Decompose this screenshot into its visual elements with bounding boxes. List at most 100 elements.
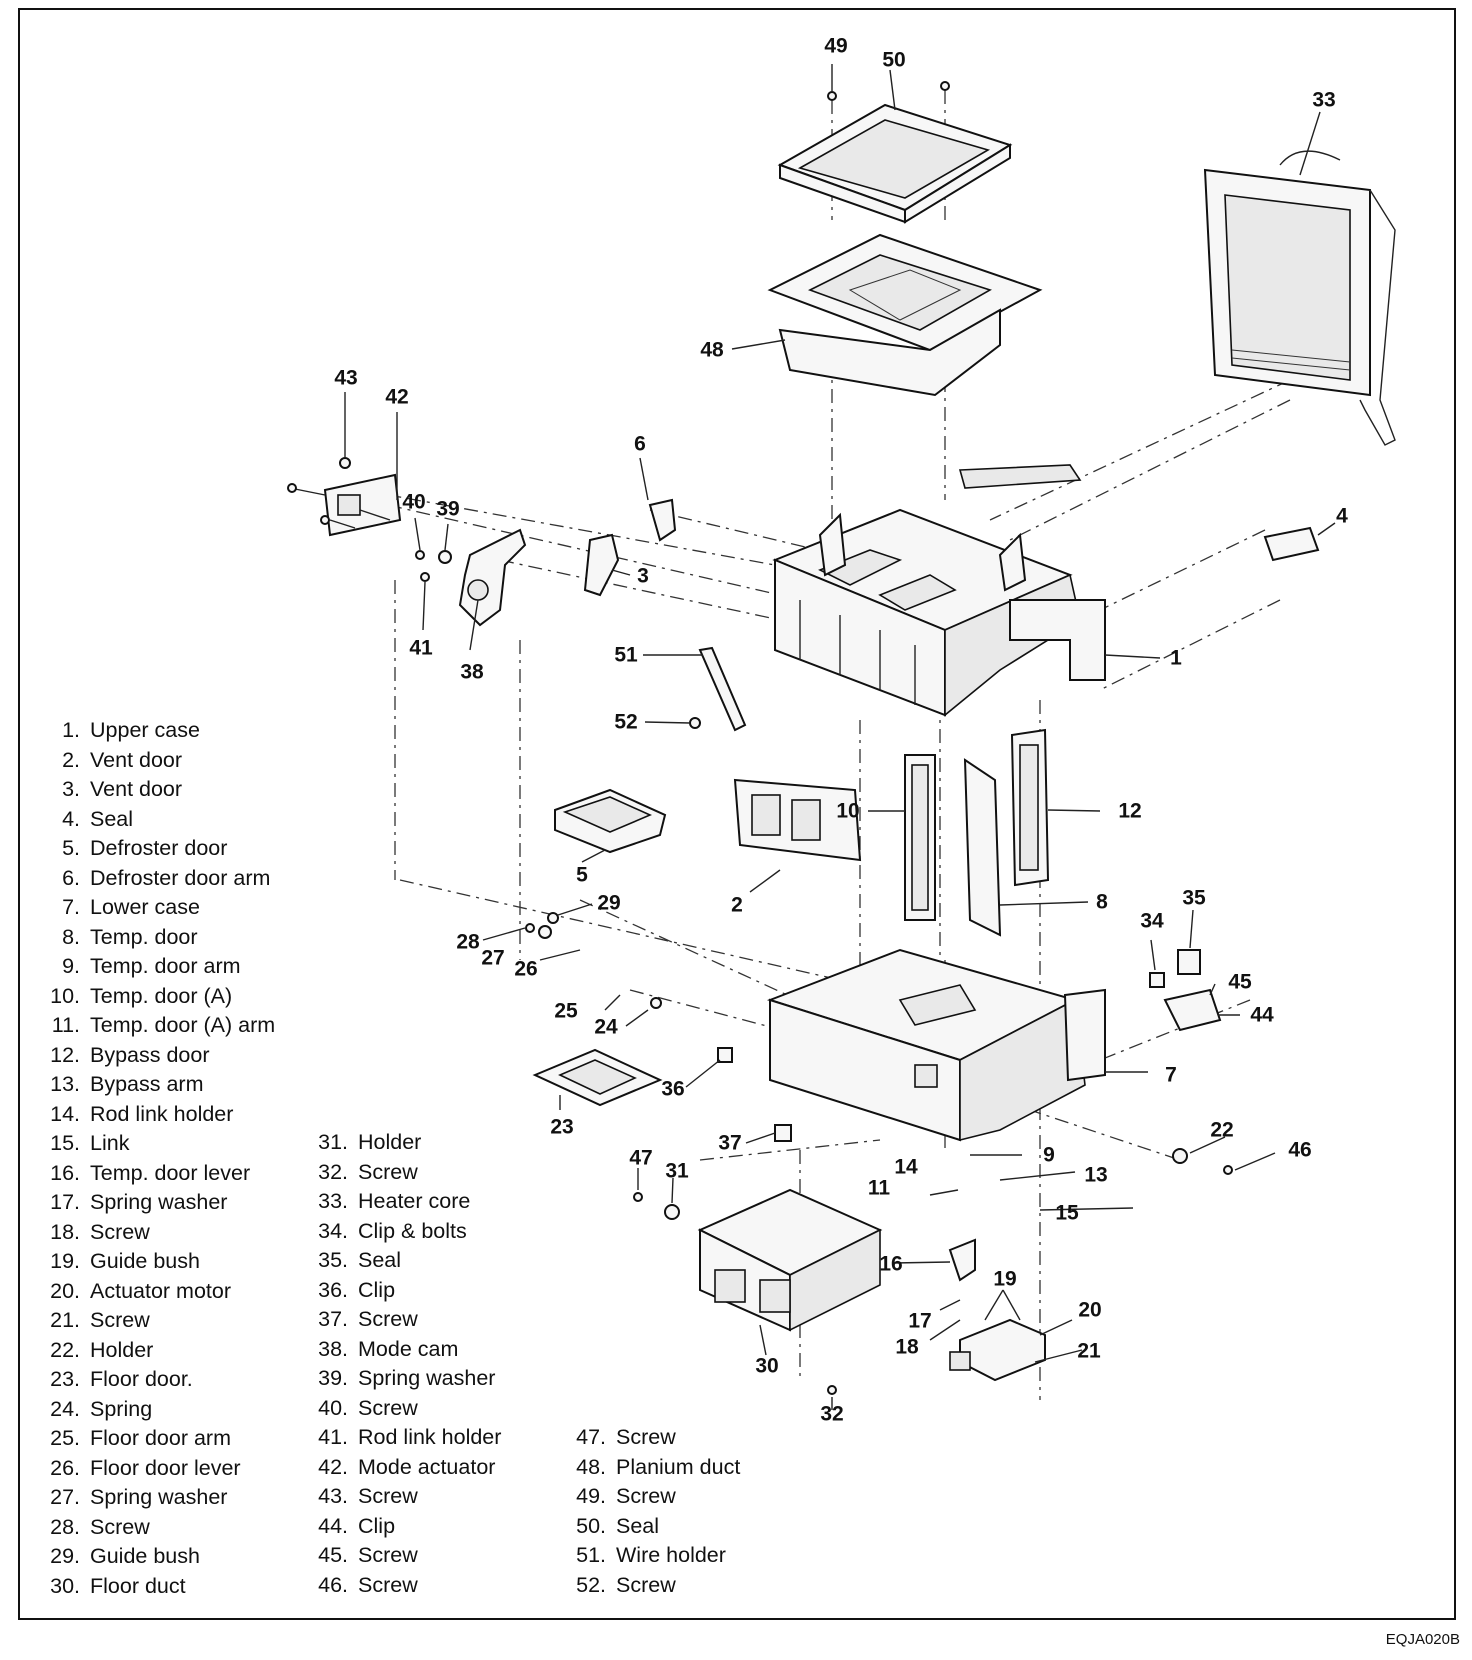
legend-label: Guide bush: [90, 1249, 200, 1273]
callout-17: 17: [908, 1309, 932, 1333]
legend-label: Clip: [358, 1513, 396, 1538]
legend-label: Planium duct: [616, 1454, 741, 1479]
mode-actuator-part: [287, 473, 402, 537]
legend-number: 23.: [50, 1367, 80, 1391]
legend-number: 49.: [576, 1484, 606, 1508]
legend-label: Mode actuator: [358, 1454, 496, 1479]
legend-number: 34.: [318, 1218, 348, 1243]
legend-item: 27.Spring washer: [44, 1485, 344, 1515]
legend-item: 43.Screw: [312, 1484, 572, 1514]
legend-number: 20.: [50, 1278, 80, 1303]
callout-8: 8: [1096, 890, 1108, 914]
leader-lines: [344, 64, 1336, 1410]
lower-case-part: [766, 948, 1106, 1142]
legend-number: 15.: [50, 1131, 80, 1155]
legend-label: Floor door lever: [90, 1455, 241, 1480]
legend-label: Screw: [358, 1159, 418, 1184]
legend-item: 11.Temp. door (A) arm: [44, 1013, 344, 1043]
legend-number: 18.: [50, 1219, 80, 1244]
legend-item: 50.Seal: [570, 1514, 830, 1544]
heater-core-part: [1203, 150, 1396, 446]
seal-small-part: [1263, 526, 1320, 562]
legend-item: 5.Defroster door: [44, 836, 344, 866]
door-arms-part: [583, 498, 677, 597]
callout-11: 11: [867, 1176, 891, 1200]
legend-label: Clip: [358, 1277, 396, 1302]
legend-item: 32.Screw: [312, 1160, 572, 1190]
callout-27: 27: [481, 946, 505, 970]
legend-number: 27.: [50, 1485, 80, 1509]
legend-number: 52.: [576, 1572, 606, 1597]
callout-9: 9: [1043, 1143, 1055, 1167]
legend-item: 12.Bypass door: [44, 1043, 344, 1073]
callout-3: 3: [637, 564, 649, 588]
legend-item: 20.Actuator motor: [44, 1279, 344, 1309]
legend-item: 4.Seal: [44, 807, 344, 837]
legend-number: 22.: [50, 1337, 80, 1362]
legend-item: 3.Vent door: [44, 777, 344, 807]
callout-41: 41: [409, 636, 433, 660]
legend-item: 8.Temp. door: [44, 925, 344, 955]
legend-number: 33.: [318, 1189, 348, 1213]
seal-top-part: [777, 103, 1013, 224]
legend-number: 19.: [50, 1249, 80, 1273]
legend-item: 29.Guide bush: [44, 1544, 344, 1574]
legend-label: Screw: [90, 1219, 150, 1244]
floor-duct-part: [697, 1188, 883, 1332]
legend-label: Spring washer: [358, 1366, 496, 1390]
legend-label: Screw: [358, 1484, 418, 1508]
legend-item: 41.Rod link holder: [312, 1425, 572, 1455]
callout-22: 22: [1210, 1118, 1234, 1142]
legend-number: 7.: [62, 895, 80, 919]
legend-item: 40.Screw: [312, 1396, 572, 1426]
legend-label: Mode cam: [358, 1336, 459, 1361]
callout-50: 50: [882, 48, 906, 72]
callout-13: 13: [1084, 1163, 1108, 1187]
legend-label: Screw: [616, 1484, 676, 1508]
legend-item: 24.Spring: [44, 1397, 344, 1427]
temp-door-a-part: [904, 754, 936, 921]
legend-number: 31.: [318, 1130, 348, 1154]
temp-door-part: [963, 758, 1002, 937]
callout-19: 19: [993, 1267, 1017, 1291]
legend-number: 37.: [318, 1307, 348, 1331]
callout-42: 42: [385, 385, 409, 409]
legend-label: Upper case: [90, 718, 200, 742]
callout-35: 35: [1182, 886, 1206, 910]
mode-cam-part: [458, 528, 527, 627]
legend-label: Screw: [90, 1308, 150, 1332]
legend-item: 52.Screw: [570, 1573, 830, 1603]
callout-43: 43: [334, 366, 358, 390]
legend-number: 25.: [50, 1426, 80, 1450]
wire-holder-part: [698, 646, 747, 732]
legend-label: Screw: [358, 1395, 418, 1420]
legend-number: 21.: [50, 1308, 80, 1332]
legend-item: 26.Floor door lever: [44, 1456, 344, 1486]
legend-item: 34.Clip & bolts: [312, 1219, 572, 1249]
legend-label: Screw: [358, 1307, 418, 1331]
legend-number: 16.: [50, 1160, 80, 1185]
legend-item: 31.Holder: [312, 1130, 572, 1160]
callout-46: 46: [1288, 1138, 1312, 1162]
legend-number: 11.: [51, 1013, 80, 1037]
legend-item: 21. Screw: [44, 1308, 344, 1338]
legend-number: 41.: [318, 1425, 348, 1449]
legend-number: 39.: [318, 1366, 348, 1390]
callout-40: 40: [402, 490, 426, 514]
callout-1: 1: [1170, 646, 1182, 670]
legend-item: 13.Bypass arm: [44, 1072, 344, 1102]
callout-10: 10: [836, 799, 860, 823]
callout-2: 2: [731, 893, 743, 917]
legend-label: Floor door.: [90, 1367, 193, 1391]
callout-51: 51: [614, 643, 638, 667]
callout-20: 20: [1078, 1298, 1102, 1322]
legend-number: 6.: [62, 865, 80, 890]
legend-item: 51.Wire holder: [570, 1543, 830, 1573]
legend-item: 45.Screw: [312, 1543, 572, 1573]
legend-number: 24.: [50, 1396, 80, 1421]
legend-number: 8.: [62, 924, 80, 949]
callout-16: 16: [879, 1252, 903, 1276]
